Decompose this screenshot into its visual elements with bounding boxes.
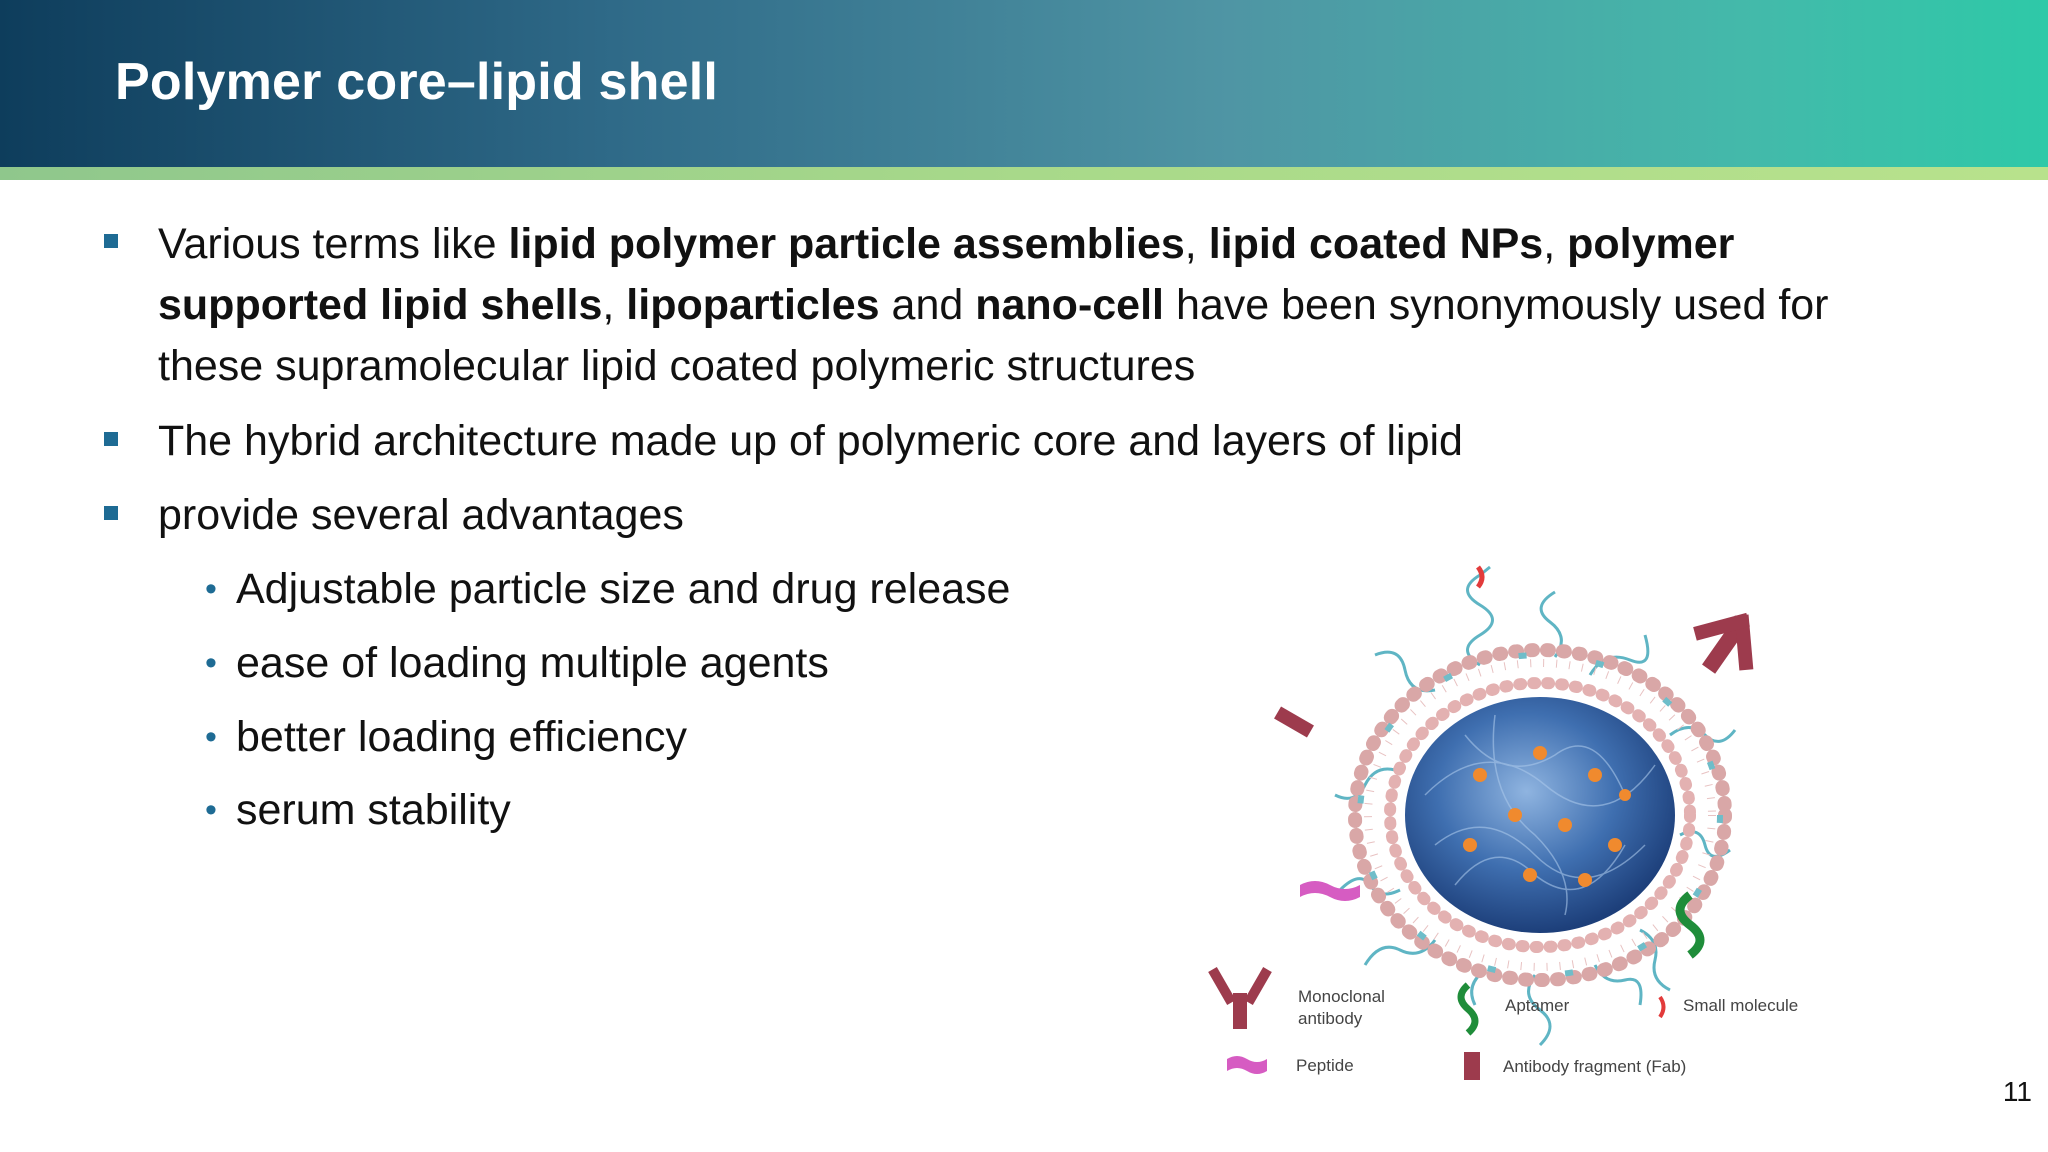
- peptide-legend-icon: [1227, 1056, 1267, 1074]
- bold-term: nano-cell: [975, 281, 1164, 329]
- bullet-3: provide several advantages: [158, 491, 684, 539]
- bullet-1-line-2: supported lipid shells, lipoparticles an…: [158, 279, 1829, 331]
- slide-title: Polymer core–lipid shell: [115, 53, 719, 111]
- title-bar: [0, 0, 2048, 167]
- square-bullet-icon: [104, 506, 118, 520]
- legend-monoclonal-label-2: antibody: [1298, 1009, 1363, 1028]
- monoclonal-legend-icon: [1208, 967, 1272, 1029]
- square-bullet-icon: [104, 432, 118, 446]
- polymer-core: [1405, 697, 1675, 933]
- text-run: and: [879, 281, 976, 329]
- text-run: ,: [1543, 220, 1568, 268]
- bold-term: polymer: [1567, 220, 1735, 268]
- page-number: 11: [2002, 1076, 2032, 1107]
- bold-term: supported lipid shells: [158, 281, 603, 329]
- bold-term: lipid polymer particle assemblies: [508, 220, 1185, 268]
- bold-term: lipoparticles: [626, 281, 880, 329]
- small-molecule-icon: [1475, 565, 1485, 589]
- legend-fab-label: Antibody fragment (Fab): [1503, 1057, 1686, 1076]
- round-bullet-icon: •: [205, 791, 217, 829]
- bold-term: lipid coated NPs: [1208, 220, 1544, 268]
- round-bullet-icon: •: [205, 570, 217, 608]
- aptamer-legend-icon: [1457, 982, 1479, 1036]
- bullet-1-line-1: Various terms like lipid polymer particl…: [158, 218, 1734, 270]
- square-bullet-icon: [104, 234, 118, 248]
- monoclonal-antibody-icon: [1693, 612, 1754, 674]
- aptamer-icon: [1675, 891, 1705, 959]
- round-bullet-icon: •: [205, 718, 217, 756]
- bullet-1-line-3: these supramolecular lipid coated polyme…: [158, 340, 1195, 392]
- peptide-icon: [1300, 881, 1360, 901]
- nanoparticle-figure: Monoclonal antibody Aptamer Small molecu…: [1195, 545, 1855, 1085]
- sub-bullet-1: Adjustable particle size and drug releas…: [236, 565, 1011, 613]
- small-molecule-legend-icon: [1658, 995, 1666, 1019]
- fab-legend-icon: [1464, 1052, 1480, 1080]
- sub-bullet-2: ease of loading multiple agents: [236, 639, 829, 687]
- text-run: Various terms like: [158, 220, 509, 268]
- sub-bullet-3: better loading efficiency: [236, 713, 687, 761]
- lipid-bilayer: [1348, 643, 1732, 987]
- title-bar-accent-stripe: [0, 167, 2048, 180]
- bullet-2: The hybrid architecture made up of polym…: [158, 417, 1463, 465]
- text-run: ,: [1184, 220, 1209, 268]
- round-bullet-icon: •: [205, 644, 217, 682]
- sub-bullet-4: serum stability: [236, 786, 511, 834]
- drug-payload-dots: [1463, 746, 1631, 887]
- legend-monoclonal-label-1: Monoclonal: [1298, 987, 1385, 1006]
- legend-small-molecule-label: Small molecule: [1683, 996, 1798, 1015]
- text-run: these supramolecular lipid coated polyme…: [158, 342, 1196, 390]
- legend-peptide-label: Peptide: [1296, 1056, 1354, 1075]
- text-run: ,: [602, 281, 627, 329]
- figure-legend: Monoclonal antibody Aptamer Small molecu…: [1208, 967, 1798, 1080]
- text-run: have been synonymously used for: [1164, 281, 1829, 329]
- legend-aptamer-label: Aptamer: [1505, 996, 1570, 1015]
- fab-fragment-icon: [1274, 706, 1314, 738]
